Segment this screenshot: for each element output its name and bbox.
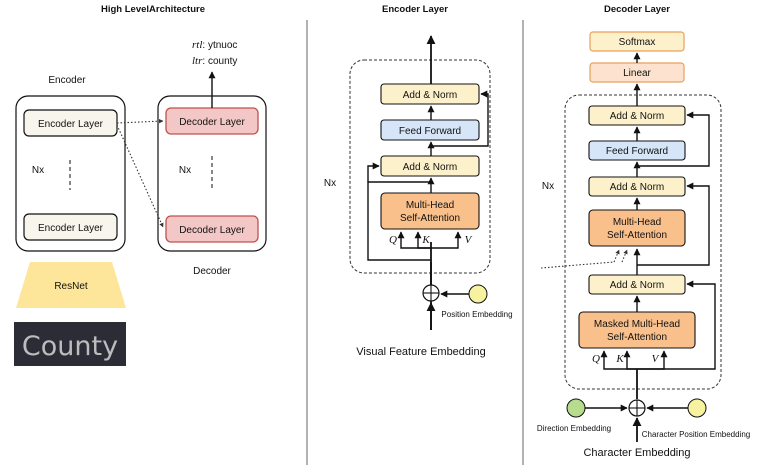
input-word-image	[14, 322, 126, 366]
position-embedding-label: Position Embedding	[441, 310, 512, 319]
decoder-repeat-block	[564, 94, 722, 390]
encoder-label: Encoder	[48, 75, 86, 86]
decoder-layer-diagram: Softmax Linear Nx Add & Norm Feed Forwar…	[537, 31, 751, 459]
decoder-v-branch	[637, 350, 668, 370]
resnet-block	[16, 262, 126, 308]
encoder-add-norm-bottom-box	[380, 155, 480, 177]
decoder-residual-masked-arrow	[637, 280, 716, 370]
decoder-add-norm-2-label: Add & Norm	[610, 182, 664, 193]
encoder-residual-1-arrow	[367, 162, 380, 182]
rtl-output: rtl: ytnuoc	[192, 39, 237, 51]
encoder-v-branch	[431, 231, 462, 249]
character-position-embedding-dot	[687, 398, 707, 418]
encoder-k-branch	[414, 231, 431, 249]
decoder-mha-label-1: Multi-Head	[613, 217, 661, 228]
decoder-layer-bottom-label: Decoder Layer	[179, 225, 245, 236]
high-level-title: High LevelArchitecture	[101, 4, 205, 15]
decoder-mha-label-2: Self-Attention	[607, 230, 667, 241]
decoder-nx-label: Nx	[542, 181, 554, 192]
decoder-add-norm-3-label: Add & Norm	[610, 280, 664, 291]
high-level-architecture: Encoder Encoder Layer Nx Encoder Layer D…	[14, 39, 267, 366]
encoder-repeat-block	[349, 59, 491, 274]
position-embedding-dot	[468, 284, 488, 304]
decoder-v-label: V	[652, 353, 660, 365]
decoder-feed-forward-label: Feed Forward	[606, 146, 668, 157]
encoder-mha-label-1: Multi-Head	[406, 200, 454, 211]
decoder-layer-title: Decoder Layer	[604, 4, 670, 15]
visual-feature-embedding-caption: Visual Feature Embedding	[356, 346, 485, 358]
decoder-masked-mha-label-1: Masked Multi-Head	[594, 319, 680, 330]
decoder-k-branch	[623, 350, 637, 370]
character-embedding-caption: Character Embedding	[583, 447, 690, 459]
encoder-layer-top-label: Encoder Layer	[38, 119, 104, 130]
decoder-layer-top-label: Decoder Layer	[179, 117, 245, 128]
encoder-feed-forward-label: Feed Forward	[399, 126, 461, 137]
linear-label: Linear	[623, 68, 651, 79]
encoder-memory-q-arrow	[613, 249, 620, 263]
softmax-label: Softmax	[619, 37, 656, 48]
nx-right-label: Nx	[179, 165, 191, 176]
decoder-layer-bottom-box	[165, 215, 259, 243]
input-word-image-text: County	[22, 331, 118, 362]
resnet-label: ResNet	[54, 281, 88, 292]
direction-embedding-label: Direction Embedding	[537, 424, 611, 433]
encoder-nx-label: Nx	[324, 178, 336, 189]
encoder-layer-diagram: Nx Add & Norm Feed Forward Add & Norm Mu…	[324, 35, 513, 358]
encoder-residual-1-line	[367, 181, 431, 261]
encoder-q-label: Q	[389, 234, 397, 246]
ltr-output: ltr: county	[192, 55, 237, 67]
encoder-to-decoder-top-link	[116, 118, 164, 124]
encoder-feed-forward-box	[380, 119, 480, 141]
encoder-v-label: V	[465, 234, 473, 246]
encoder-mha-box	[380, 192, 480, 230]
decoder-add-norm-1-label: Add & Norm	[610, 111, 664, 122]
decoder-add-norm-1-box	[588, 105, 686, 126]
encoder-layer-title: Encoder Layer	[382, 4, 448, 15]
decoder-residual-ff-arrow	[637, 111, 710, 167]
encoder-memory-link	[540, 261, 615, 269]
encoder-k-label: K	[421, 234, 430, 246]
direction-embedding-dot	[566, 398, 586, 418]
softmax-box	[589, 31, 685, 52]
character-position-embedding-label: Character Position Embedding	[642, 430, 751, 439]
encoder-mha-label-2: Self-Attention	[400, 213, 460, 224]
decoder-residual-mha-arrow	[637, 182, 710, 266]
decoder-q-branch	[600, 350, 637, 370]
decoder-q-label: Q	[592, 353, 600, 365]
encoder-add-norm-top-box	[380, 83, 480, 105]
decoder-masked-mha-label-2: Self-Attention	[607, 332, 667, 343]
encoder-layer-bottom-box	[23, 213, 118, 241]
encoder-add-norm-bottom-label: Add & Norm	[403, 162, 457, 173]
nx-left-label: Nx	[32, 165, 44, 176]
encoder-residual-2-arrow	[431, 90, 489, 147]
encoder-to-decoder-bottom-link	[116, 124, 164, 228]
encoder-memory-k-arrow	[621, 249, 628, 263]
encoder-layer-bottom-label: Encoder Layer	[38, 223, 104, 234]
decoder-label: Decoder	[193, 266, 231, 277]
decoder-k-label: K	[615, 353, 624, 365]
encoder-add-norm-top-label: Add & Norm	[403, 90, 457, 101]
